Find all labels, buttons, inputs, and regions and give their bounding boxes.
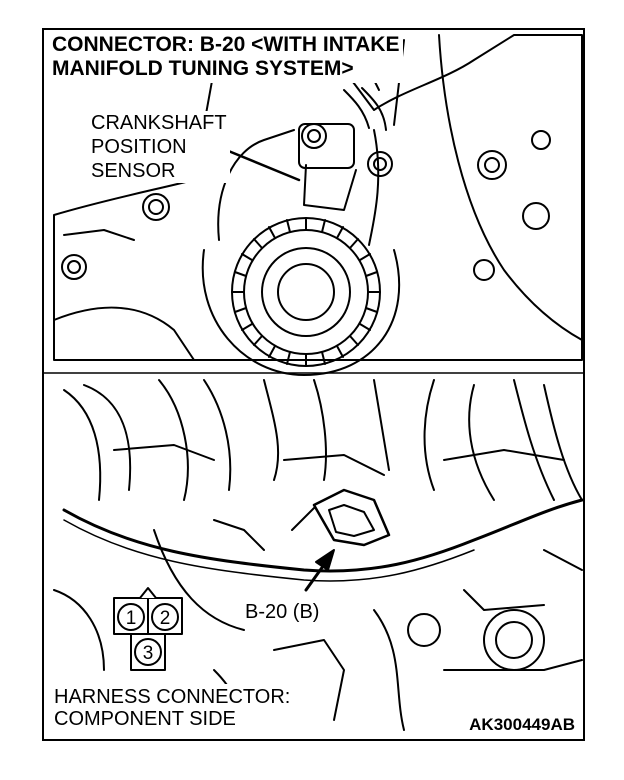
- crankshaft-sensor-label: CRANKSHAFT POSITION SENSOR: [88, 111, 230, 183]
- sensor-label-line-2: POSITION: [91, 136, 187, 158]
- pin-2-label: 1: [126, 608, 137, 629]
- figure-id: AK300449AB: [467, 715, 577, 735]
- diagram-frame: 1 2 3 CONNECTOR: B-20 <WITH INTAKE MANIF…: [42, 28, 585, 741]
- title-line-2: MANIFOLD TUNING SYSTEM>: [52, 57, 354, 80]
- title-line-1: CONNECTOR: B-20 <WITH INTAKE: [52, 33, 400, 56]
- sensor-label-line-3: SENSOR: [91, 160, 176, 182]
- pin-3-label: 3: [143, 643, 154, 664]
- engine-illustration: 1 2 3: [44, 34, 583, 731]
- connector-callout: B-20 (B): [242, 601, 323, 624]
- pin-1-label: 2: [160, 608, 171, 629]
- harness-caption-line-1: HARNESS CONNECTOR:: [54, 686, 291, 708]
- lower-engine-view: [53, 379, 583, 731]
- connector-pin-diagram: [113, 587, 183, 671]
- upper-engine-view: [53, 34, 583, 376]
- diagram-title: CONNECTOR: B-20 <WITH INTAKE MANIFOLD TU…: [52, 33, 404, 83]
- harness-connector-caption: HARNESS CONNECTOR: COMPONENT SIDE: [54, 684, 295, 732]
- harness-caption-line-2: COMPONENT SIDE: [54, 708, 236, 730]
- sensor-label-line-1: CRANKSHAFT: [91, 112, 227, 134]
